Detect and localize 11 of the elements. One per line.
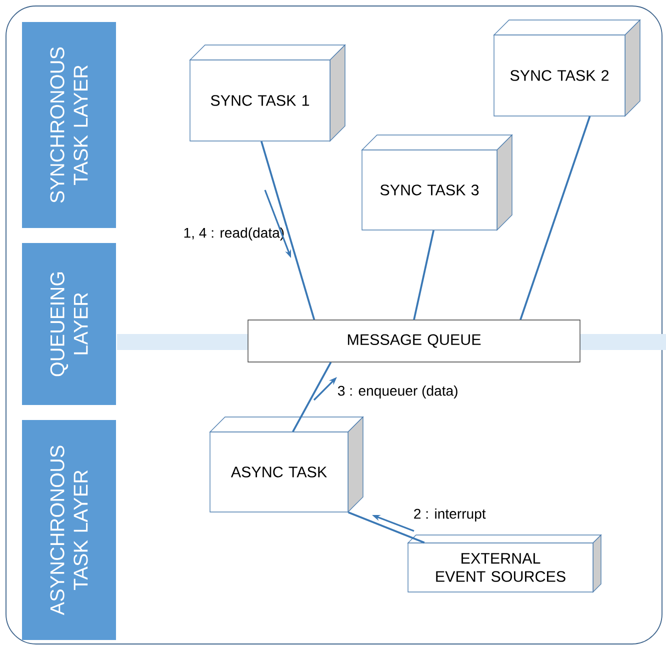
layer-band: SYNCHRONOUS TASK LAYER [22, 22, 116, 228]
connector-line [260, 141, 316, 320]
connector-line [292, 362, 332, 432]
connector-line [348, 511, 425, 544]
layer-band: QUEUEING LAYER [22, 243, 116, 405]
layer-band: ASYNCHRONOUS TASK LAYER [22, 420, 116, 640]
edge-label: 3 : enqueuer (data) [336, 384, 460, 400]
connector-line [520, 116, 591, 320]
connector-line [413, 230, 434, 320]
edge-label: 2 : interrupt [412, 507, 487, 523]
queue-box: MESSAGE QUEUE [248, 320, 580, 362]
